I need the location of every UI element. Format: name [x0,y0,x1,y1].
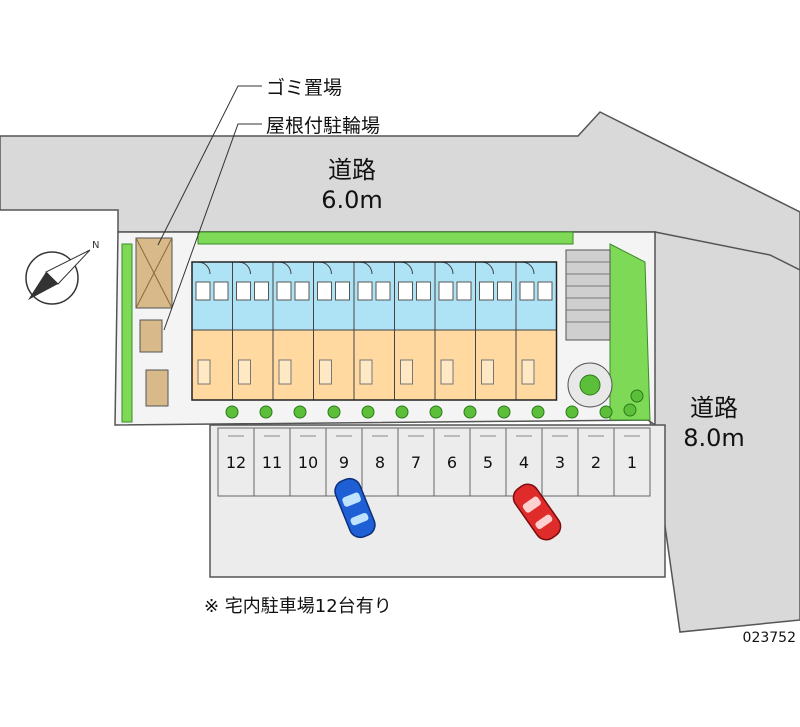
shrub [565,405,579,419]
parking-space-number: 5 [483,453,493,472]
shrub [225,405,239,419]
parking-space-number: 7 [411,453,421,472]
shrub [497,405,511,419]
svg-text:N: N [92,240,99,251]
bicycle-label: 屋根付駐輪場 [266,115,380,137]
shrub [463,405,477,419]
north-arrow-icon: N [25,240,99,305]
parking-space-number: 1 [627,453,637,472]
greenery-top [197,231,574,245]
shrub [599,405,613,419]
shrub [327,405,341,419]
parking-space-number: 12 [226,453,246,472]
garbage-leader-line [157,85,262,246]
apartment-unit [232,261,274,401]
apartment-unit [313,261,355,401]
parking-space-number: 9 [339,453,349,472]
greenery-right [609,243,651,421]
reference-code: 023752 [743,630,796,646]
apartment-unit [434,261,476,401]
car-red [512,483,562,541]
road-top-width: 6.0m [321,186,383,214]
garbage-label: ゴミ置場 [266,77,342,99]
shrub [395,405,409,419]
parking-lot [209,424,666,578]
parking-note: ※ 宅内駐車場12台有り [204,596,392,617]
shrub [361,405,375,419]
apartment-unit [272,261,314,401]
apartment-unit [353,261,395,401]
shrub [429,405,443,419]
parking-space-number: 10 [298,453,318,472]
stairs [565,249,611,341]
parking-space-number: 6 [447,453,457,472]
apartment-unit [515,261,557,401]
parking-space-number: 8 [375,453,385,472]
parking-space-number: 2 [591,453,601,472]
apartment-unit [475,261,517,401]
apartment-unit [191,261,233,401]
parking-space-number: 4 [519,453,529,472]
greenery-left [121,243,133,423]
shrub [293,405,307,419]
hedge-shrubs [225,389,644,419]
stair-lines [566,261,610,323]
shrub [531,405,545,419]
bicycle-shed-2 [145,369,169,407]
road-top-name: 道路 [328,156,376,184]
parking-space-number: 3 [555,453,565,472]
apartment-building [191,261,558,401]
road-right-name: 道路 [690,394,738,422]
apartment-unit [394,261,436,401]
parking-space-number: 11 [262,453,282,472]
tree [579,374,601,396]
parking-space [613,427,651,497]
bicycle-leader-line [163,123,262,331]
car-blue [334,477,376,539]
shrub [259,405,273,419]
building-outline [191,261,558,401]
bicycle-shed [139,319,163,353]
road-right-width: 8.0m [683,424,745,452]
shrub [623,403,637,417]
shrub [630,389,644,403]
